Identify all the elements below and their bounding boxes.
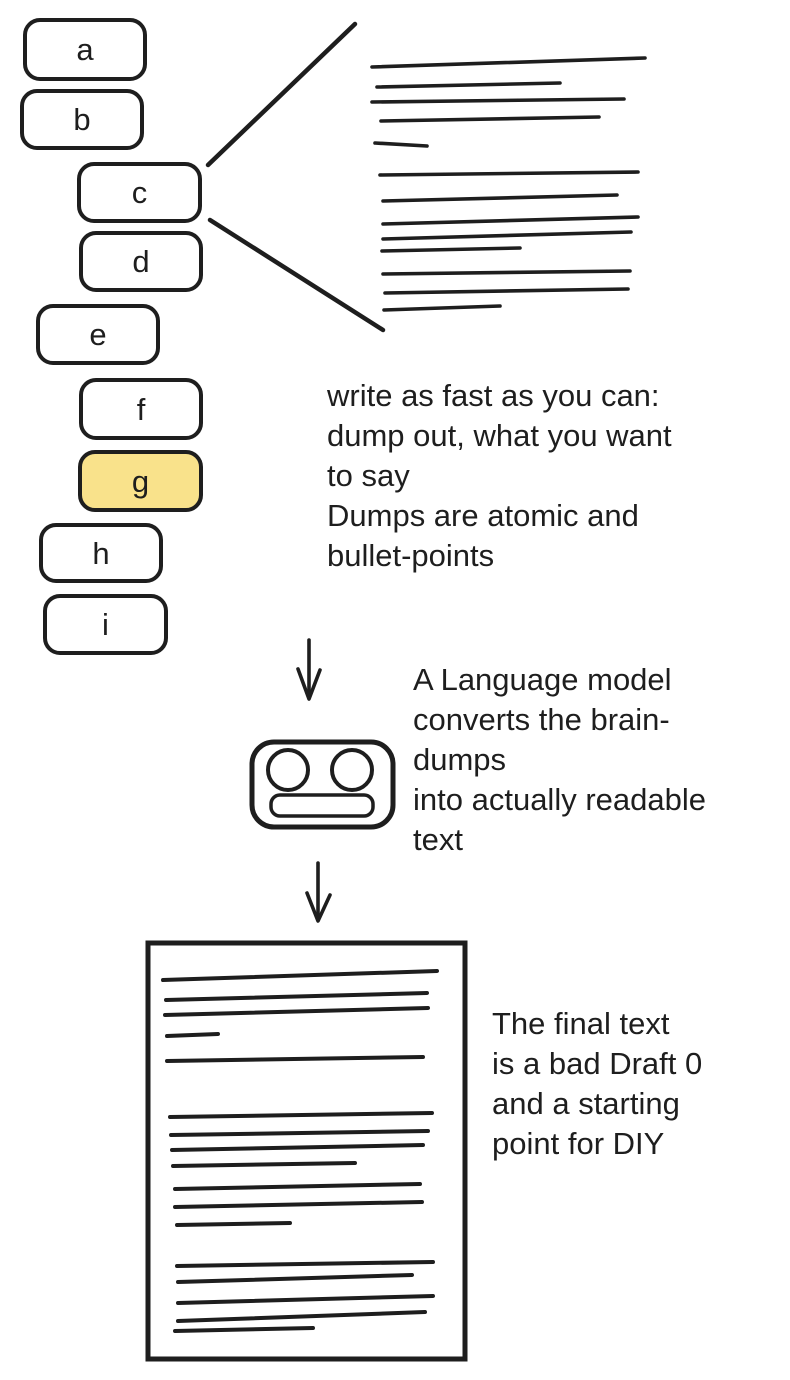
node-label: g — [131, 463, 150, 499]
robot-mouth — [269, 793, 375, 818]
node-label: f — [136, 391, 146, 427]
node-box-g: g — [78, 450, 203, 512]
node-box-f: f — [79, 378, 203, 440]
connector-line-upper — [205, 21, 358, 168]
node-box-a: a — [23, 18, 147, 81]
language-model-caption: A Language model converts the brain- dum… — [413, 662, 706, 857]
node-box-b: b — [20, 89, 144, 150]
connector-lines — [205, 21, 386, 333]
node-box-d: d — [79, 231, 203, 292]
node-box-h: h — [39, 523, 163, 583]
node-label: e — [89, 317, 107, 352]
connector-line-lower — [207, 217, 386, 333]
brain-dump-caption: write as fast as you can: dump out, what… — [327, 378, 672, 573]
document-scribble-lines — [161, 969, 439, 1333]
node-box-e: e — [36, 304, 160, 365]
robot-eye-right — [330, 748, 374, 792]
document-sketch-icon — [145, 940, 468, 1362]
arrow-down-icon — [305, 861, 332, 923]
node-label: h — [92, 535, 110, 571]
node-label: d — [132, 244, 150, 279]
robot-icon — [249, 739, 396, 830]
node-box-c: c — [77, 162, 202, 223]
robot-eye-left — [266, 748, 310, 792]
node-label: b — [73, 102, 91, 137]
node-box-i: i — [43, 594, 168, 655]
node-label: c — [131, 175, 148, 210]
brain-dump-scribble-icon — [370, 56, 647, 312]
node-label: i — [102, 607, 109, 642]
arrow-down-icon — [296, 638, 322, 701]
document-page — [145, 940, 468, 1362]
final-text-caption: The final text is a bad Draft 0 and a st… — [492, 1006, 703, 1161]
node-label: a — [76, 32, 94, 67]
